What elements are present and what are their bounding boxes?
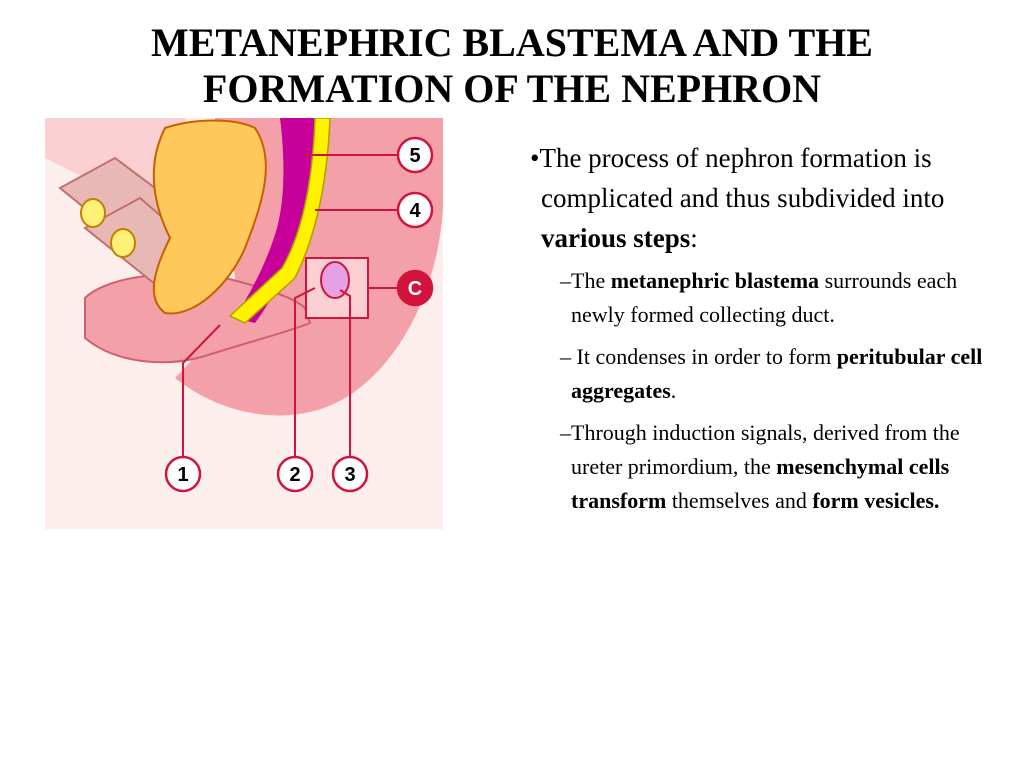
marker-2-label: 2 — [289, 464, 300, 486]
sub-bullet-2: – It condenses in order to form peritubu… — [560, 340, 986, 408]
main-bullet-text: The process of nephron formation is comp… — [539, 143, 945, 213]
sub-bullet-1-text: surrounds each newly formed collecting d… — [571, 268, 958, 327]
sub-bullet-3-middle: themselves and — [666, 488, 813, 513]
nephron-diagram: 5 4 C 1 2 3 — [45, 118, 443, 529]
sub-bullet-1-prefix: –The — [560, 268, 611, 293]
sub-bullet-2-suffix: . — [670, 378, 677, 403]
marker-3-label: 3 — [344, 464, 355, 486]
orange-mass — [152, 119, 267, 315]
marker-5-label: 5 — [409, 145, 420, 167]
nephron-diagram-svg: 5 4 C 1 2 3 — [45, 118, 443, 529]
title-line-1: METANEPHRIC BLASTEMA AND THE — [151, 20, 873, 65]
marker-4-label: 4 — [409, 200, 421, 222]
sub-bullet-2-prefix: – It condenses in order to form — [560, 344, 837, 369]
marker-1: 1 — [164, 455, 202, 493]
vesicle — [320, 261, 350, 299]
slide-title: METANEPHRIC BLASTEMA AND THE FORMATION O… — [40, 20, 984, 112]
sub-bullet-3-bold-1: mesenchymal cells transform — [571, 454, 950, 513]
sub-bullet-1-bold: metanephric blastema — [610, 268, 820, 293]
marker-c: C — [396, 269, 434, 307]
bullet-glyph: • — [530, 143, 540, 173]
magenta-region — [235, 118, 330, 323]
main-bullet-colon: : — [690, 223, 698, 253]
leader-lines — [182, 154, 400, 456]
marker-4: 4 — [396, 191, 434, 229]
marker-5: 5 — [396, 136, 434, 174]
marker-1-label: 1 — [177, 464, 188, 486]
tube-opening-lower — [110, 228, 136, 258]
sub-bullet-3: –Through induction signals, derived from… — [560, 416, 986, 518]
main-bullet: •The process of nephron formation is com… — [530, 138, 990, 258]
marker-3: 3 — [331, 455, 369, 493]
sub-bullet-1: –The metanephric blastema surrounds each… — [560, 264, 986, 332]
sub-bullet-3-prefix: –Through induction signals, derived from… — [560, 420, 960, 479]
title-line-2: FORMATION OF THE NEPHRON — [202, 66, 822, 111]
marker-c-label: C — [408, 278, 422, 300]
marker-2: 2 — [276, 455, 314, 493]
sub-bullet-3-bold-2: form vesicles. — [812, 488, 940, 513]
tube-opening-upper — [80, 198, 106, 228]
sub-bullet-2-bold: peritubular cell aggregates — [571, 344, 983, 403]
yellow-duct — [228, 118, 331, 324]
main-bullet-bold: various steps — [541, 223, 691, 253]
slide-content: •The process of nephron formation is com… — [530, 138, 990, 526]
